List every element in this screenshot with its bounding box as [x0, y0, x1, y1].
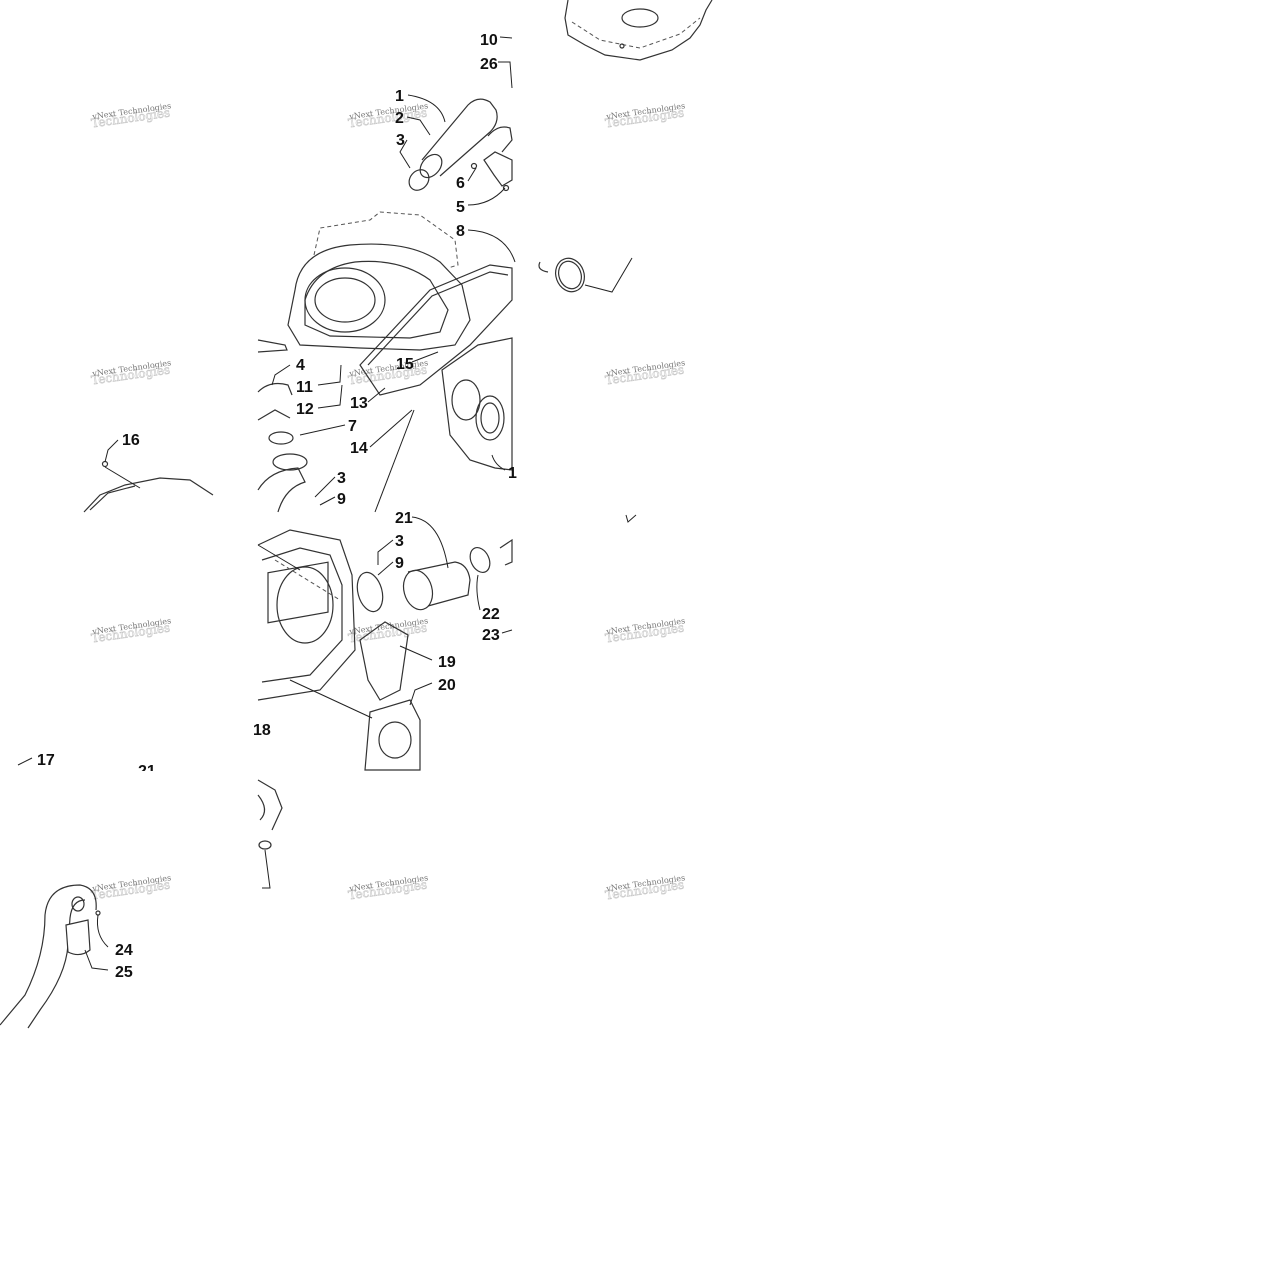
intake-duct-drawing: [408, 98, 513, 191]
fastener-drawing: [257, 779, 283, 889]
watermark: Technologies vNext Technologies: [90, 101, 172, 130]
watermark: Technologies vNext Technologies: [90, 616, 172, 645]
callout-3: 3: [395, 533, 404, 550]
callout-18: 18: [253, 722, 271, 739]
callout-25: 25: [115, 964, 133, 981]
exhaust-pipe-drawing: [0, 884, 101, 1029]
watermark: Technologies vNext Technologies: [604, 101, 686, 130]
callout-13: 13: [350, 395, 368, 412]
watermark-layer: Technologies vNext Technologies Technolo…: [90, 101, 686, 902]
callout-11: 11: [296, 379, 313, 396]
drive-belt-drawing: [538, 257, 633, 293]
callout-4: 4: [296, 357, 305, 374]
intake-housing-drawing: [564, 0, 713, 61]
part-drawings: [0, 0, 713, 1029]
callout-17: 17: [37, 752, 55, 769]
callout-1: 1: [395, 88, 404, 105]
drive-housing-drawing: [257, 529, 356, 701]
misc-mark: [625, 514, 637, 523]
callout-20: 20: [438, 677, 456, 694]
callout-19: 19: [438, 654, 456, 671]
callout-3: 3: [396, 132, 405, 149]
callout-23: 23: [482, 627, 500, 644]
callout-9: 9: [337, 491, 346, 508]
bracket-drawing: [470, 151, 513, 192]
callout-14: 14: [350, 440, 368, 457]
callout-8: 8: [456, 223, 465, 240]
watermark: Technologies vNext Technologies: [604, 616, 686, 645]
callout-5: 5: [456, 199, 465, 216]
watermark: Technologies vNext Technologies: [347, 616, 429, 645]
watermark: Technologies vNext Technologies: [604, 873, 686, 902]
callout-7: 7: [348, 418, 357, 435]
callout-21: 21: [138, 763, 156, 780]
watermark: Technologies vNext Technologies: [347, 101, 429, 130]
watermark: Technologies vNext Technologies: [347, 873, 429, 902]
callout-22: 22: [482, 606, 500, 623]
callout-16: 16: [122, 432, 140, 449]
callout-24: 24: [115, 942, 133, 959]
callout-3: 3: [337, 470, 346, 487]
callout-2: 2: [395, 110, 404, 127]
callout-10: 10: [480, 32, 498, 49]
callout-12: 12: [296, 401, 314, 418]
lower-duct-drawing: [257, 339, 308, 513]
callout-1: 1: [508, 465, 517, 482]
callout-15: 15: [396, 356, 414, 373]
cover-gasket-drawing: [359, 264, 513, 396]
watermark: Technologies vNext Technologies: [90, 358, 172, 387]
watermark: Technologies vNext Technologies: [347, 358, 429, 387]
port-gasket-drawing: [289, 621, 421, 771]
callout-6: 6: [456, 175, 465, 192]
housing-corner-drawing: [83, 460, 214, 513]
callout-9: 9: [395, 555, 404, 572]
inner-cover-drawing: [287, 211, 471, 351]
watermark: Technologies vNext Technologies: [90, 873, 172, 902]
callout-21: 21: [395, 510, 413, 527]
callout-26: 26: [480, 56, 498, 73]
watermark: Technologies vNext Technologies: [604, 358, 686, 387]
callout-layer: 10 26 1 2 3 6 5 8 4 11 12 15 13 7 14 3 9…: [37, 32, 517, 981]
outlet-duct-drawing: [356, 538, 513, 613]
leader-lines: [17, 36, 516, 971]
